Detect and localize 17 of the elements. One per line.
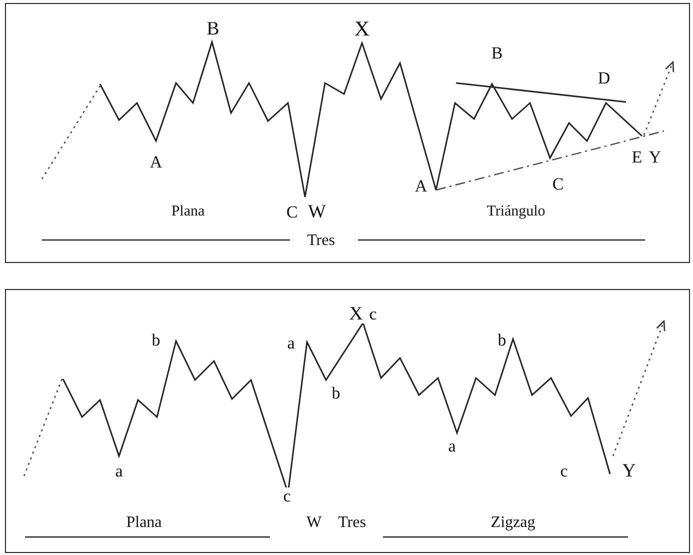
wave-point-label: C: [285, 204, 299, 220]
wave-point-label: b: [150, 332, 162, 348]
pattern-name-label: Triángulo: [486, 204, 546, 220]
wave-point-label: Y: [648, 148, 662, 166]
wave-point-label: b: [496, 332, 508, 348]
pattern-name-label: Zigzag: [490, 515, 536, 531]
wave-point-label: b: [330, 384, 342, 402]
wave-point-label: E: [630, 148, 644, 166]
wave-point-label: X: [348, 304, 364, 324]
chart-panel: [5, 289, 690, 553]
wave-point-label: C: [551, 176, 565, 192]
wave-point-label: D: [596, 70, 612, 86]
wave-point-label: B: [490, 44, 504, 62]
chart-panel: [5, 3, 690, 263]
wave-point-label: A: [414, 178, 428, 194]
wave-point-label: c: [282, 488, 292, 504]
wave-point-label: A: [148, 154, 164, 170]
